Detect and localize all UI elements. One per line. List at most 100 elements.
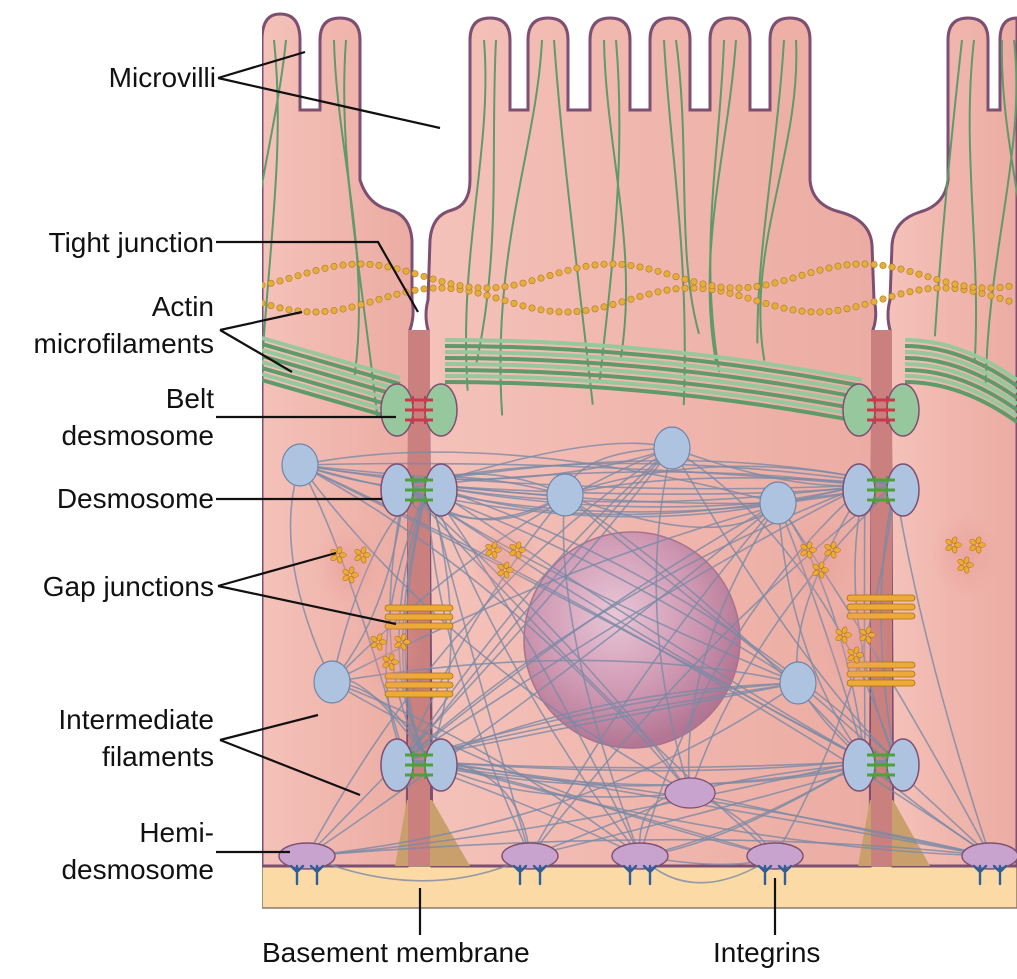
- gap-junction-particle: [809, 547, 817, 553]
- hemidesmosome-2: [501, 842, 559, 886]
- gap-junction-particle: [491, 541, 498, 549]
- intermediate-filament: [562, 494, 641, 857]
- tight-junction-bead: [672, 273, 680, 281]
- gap-junction-particle: [945, 544, 953, 552]
- gap-junction-particle: [830, 541, 837, 549]
- tight-junction-bead: [681, 275, 689, 283]
- intermediate-filament: [427, 759, 991, 857]
- tight-junction-bead: [654, 288, 662, 296]
- leader-tight-junction: [216, 240, 419, 313]
- leader-actin-2: [219, 329, 293, 373]
- hemidesmosome-5: [961, 842, 1017, 886]
- gap-junction-particle: [382, 655, 390, 663]
- intermediate-filament: [689, 484, 896, 794]
- tight-junction-strands: [262, 260, 1013, 316]
- gap-junction-channel: [384, 604, 454, 612]
- tight-junction-bead: [330, 307, 338, 315]
- intermediate-filament: [404, 502, 779, 761]
- actin-bundle-strand: [904, 350, 1017, 394]
- gap-junction-particle: [348, 566, 355, 574]
- tight-junction-bead: [528, 277, 536, 285]
- tight-junction-bead: [402, 267, 410, 275]
- tight-junction-bead: [276, 304, 284, 312]
- label-desmosome-text: Desmosome: [56, 483, 214, 514]
- tight-junction-bead: [636, 263, 644, 271]
- gap-junction-particle: [503, 561, 510, 569]
- tight-junction-bead: [663, 286, 671, 294]
- gap-junction-channel: [384, 690, 454, 698]
- tight-junction-bead: [762, 281, 770, 289]
- tight-junction-bead: [816, 308, 824, 316]
- gap-junction-particle: [833, 547, 841, 553]
- tight-junction-bead: [771, 279, 779, 287]
- desmosome-link-tick: [874, 476, 888, 484]
- tight-junction-bead: [897, 265, 905, 273]
- gap-junction-particle: [485, 543, 493, 551]
- leader-actin-1: [219, 310, 303, 332]
- intermediate-filament: [331, 681, 641, 857]
- gap-junction-particle: [978, 542, 986, 548]
- desmosome-1: [380, 463, 458, 517]
- gap-junction-particle: [391, 659, 399, 665]
- hemidesmosome-plaque: [501, 842, 559, 870]
- tight-junction-bead: [546, 271, 554, 279]
- tight-junction-bead: [807, 269, 815, 277]
- gap-junction-particle: [957, 558, 965, 566]
- gap-junction-particle: [394, 641, 402, 649]
- tight-junction-bead: [879, 295, 887, 303]
- intermediate-filament: [299, 451, 779, 504]
- tight-junction-bead: [600, 260, 608, 268]
- tight-junction-bead: [555, 269, 563, 277]
- tight-junction-bead: [564, 266, 572, 274]
- gap-junction-particle: [957, 564, 965, 572]
- desmosome-link-tick: [412, 771, 426, 779]
- actin-belt-right: [904, 338, 1017, 424]
- label-hemi-line2: desmosome: [61, 854, 214, 885]
- tight-junction-bead: [519, 279, 527, 287]
- tight-junction-bead: [537, 274, 545, 282]
- tight-junction-bead: [753, 283, 761, 291]
- tight-junction-bead: [510, 299, 518, 307]
- tight-junction-bead: [357, 301, 365, 309]
- tight-junction-bead: [285, 274, 293, 282]
- belt-desmosome-link-tick: [412, 396, 426, 404]
- tight-junction-bead: [663, 270, 671, 278]
- tight-junction-bead: [807, 308, 815, 316]
- actin-bundle-strand: [262, 348, 401, 392]
- desmosome-plaque-free: [546, 473, 584, 517]
- gap-junction-channel: [846, 594, 916, 602]
- gap-junction-particle: [830, 551, 837, 559]
- tight-junction-bead: [312, 308, 320, 316]
- gap-junction-particle: [370, 641, 378, 649]
- actin-bundle-strand: [904, 368, 1017, 412]
- tight-junction-bead: [933, 275, 941, 283]
- gap-junction-particle: [835, 628, 843, 636]
- gap-junction-particle: [969, 538, 977, 546]
- tight-junction-bead: [825, 307, 833, 315]
- tight-junction-bead: [267, 302, 275, 310]
- tight-junction-bead: [618, 298, 626, 306]
- tight-junction-bead: [366, 260, 374, 268]
- intermediate-filament: [689, 792, 991, 857]
- gap-junction-particle: [951, 546, 958, 554]
- actin-bundle-strand: [444, 374, 863, 418]
- desmosome-plaque-free: [759, 481, 797, 525]
- gap-junction-particle: [360, 556, 367, 564]
- tight-junction-bead: [852, 303, 860, 311]
- cell-right: [886, 16, 1017, 868]
- tight-junction-bead: [465, 283, 473, 291]
- gap-junction-particle: [336, 556, 343, 564]
- intermediate-filament: [529, 502, 779, 857]
- tight-junction-bead: [978, 284, 986, 292]
- vesicle: [664, 777, 716, 809]
- tight-junction-bead: [933, 284, 941, 292]
- actin-filament: [343, 39, 379, 418]
- intermediate-filament: [427, 484, 452, 761]
- gap-junction-particle: [400, 633, 407, 641]
- junction-complexes: [281, 383, 920, 809]
- intermediate-filament: [331, 681, 776, 857]
- tight-junction-bead: [582, 262, 590, 270]
- intermediate-filament: [299, 464, 866, 761]
- gap-junction-particle: [351, 572, 359, 578]
- tight-junction-bead: [609, 300, 617, 308]
